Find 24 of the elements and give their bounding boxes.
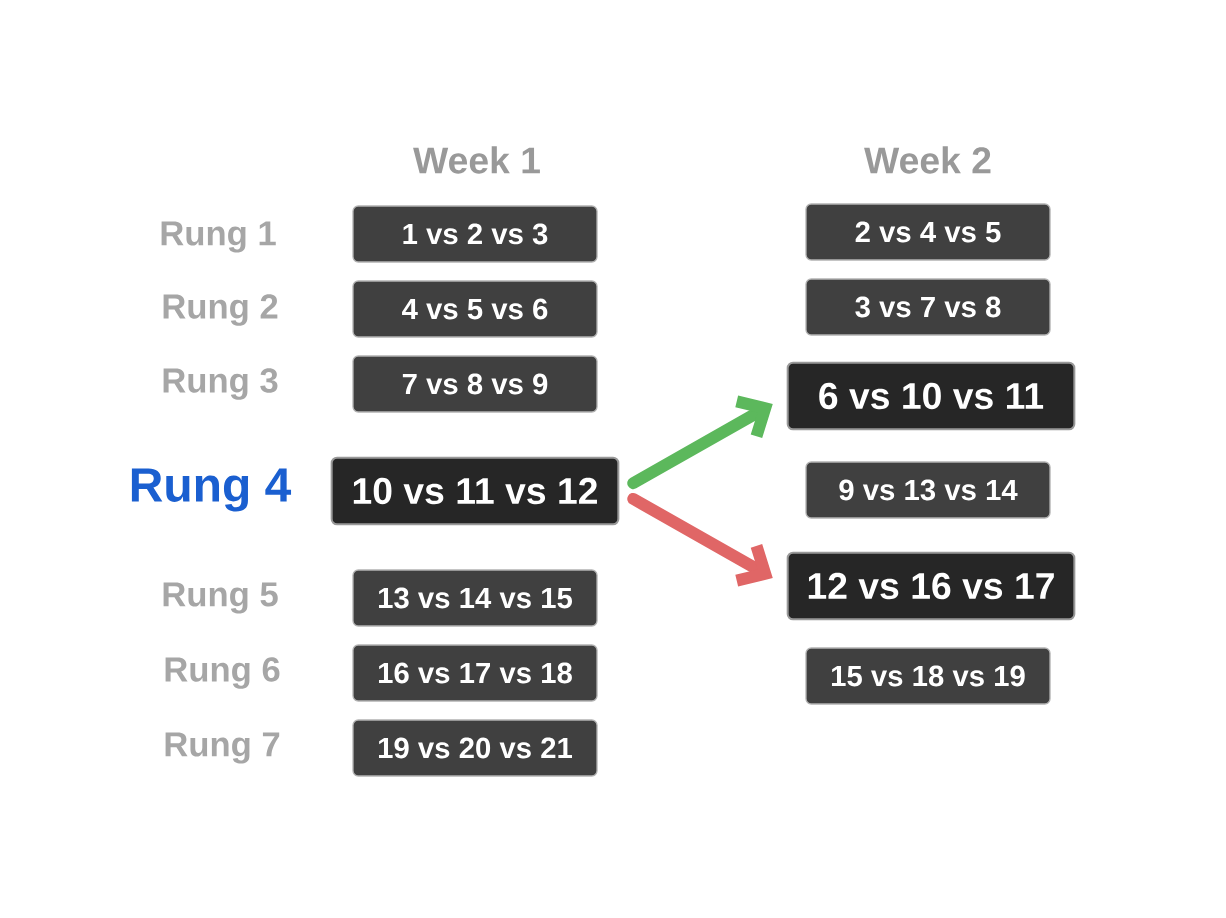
match-box: 3 vs 7 vs 8 xyxy=(805,278,1051,336)
arrow xyxy=(627,395,773,490)
match-box: 6 vs 10 vs 11 xyxy=(786,361,1076,431)
match-box: 13 vs 14 vs 15 xyxy=(352,569,598,627)
match-box: 12 vs 16 vs 17 xyxy=(786,551,1076,621)
row-label: Rung 7 xyxy=(165,732,280,764)
match-box: 9 vs 13 vs 14 xyxy=(805,461,1051,519)
match-box: 15 vs 18 vs 19 xyxy=(805,647,1051,705)
match-box: 19 vs 20 vs 21 xyxy=(352,719,598,777)
match-box: 4 vs 5 vs 6 xyxy=(352,280,598,338)
match-box: 2 vs 4 vs 5 xyxy=(805,203,1051,261)
match-box: 16 vs 17 vs 18 xyxy=(352,644,598,702)
match-box: 1 vs 2 vs 3 xyxy=(352,205,598,263)
column-heading: Week 2 xyxy=(864,146,991,174)
row-label: Rung 3 xyxy=(163,368,278,400)
row-label: Rung 2 xyxy=(163,294,278,326)
row-label: Rung 5 xyxy=(163,582,278,614)
row-label: Rung 6 xyxy=(165,657,280,689)
match-box: 10 vs 11 vs 12 xyxy=(330,456,620,526)
row-label: Rung 1 xyxy=(161,221,276,253)
row-label: Rung 4 xyxy=(131,468,292,512)
column-heading: Week 1 xyxy=(413,146,540,174)
match-box: 7 vs 8 vs 9 xyxy=(352,355,598,413)
arrow xyxy=(627,492,773,587)
